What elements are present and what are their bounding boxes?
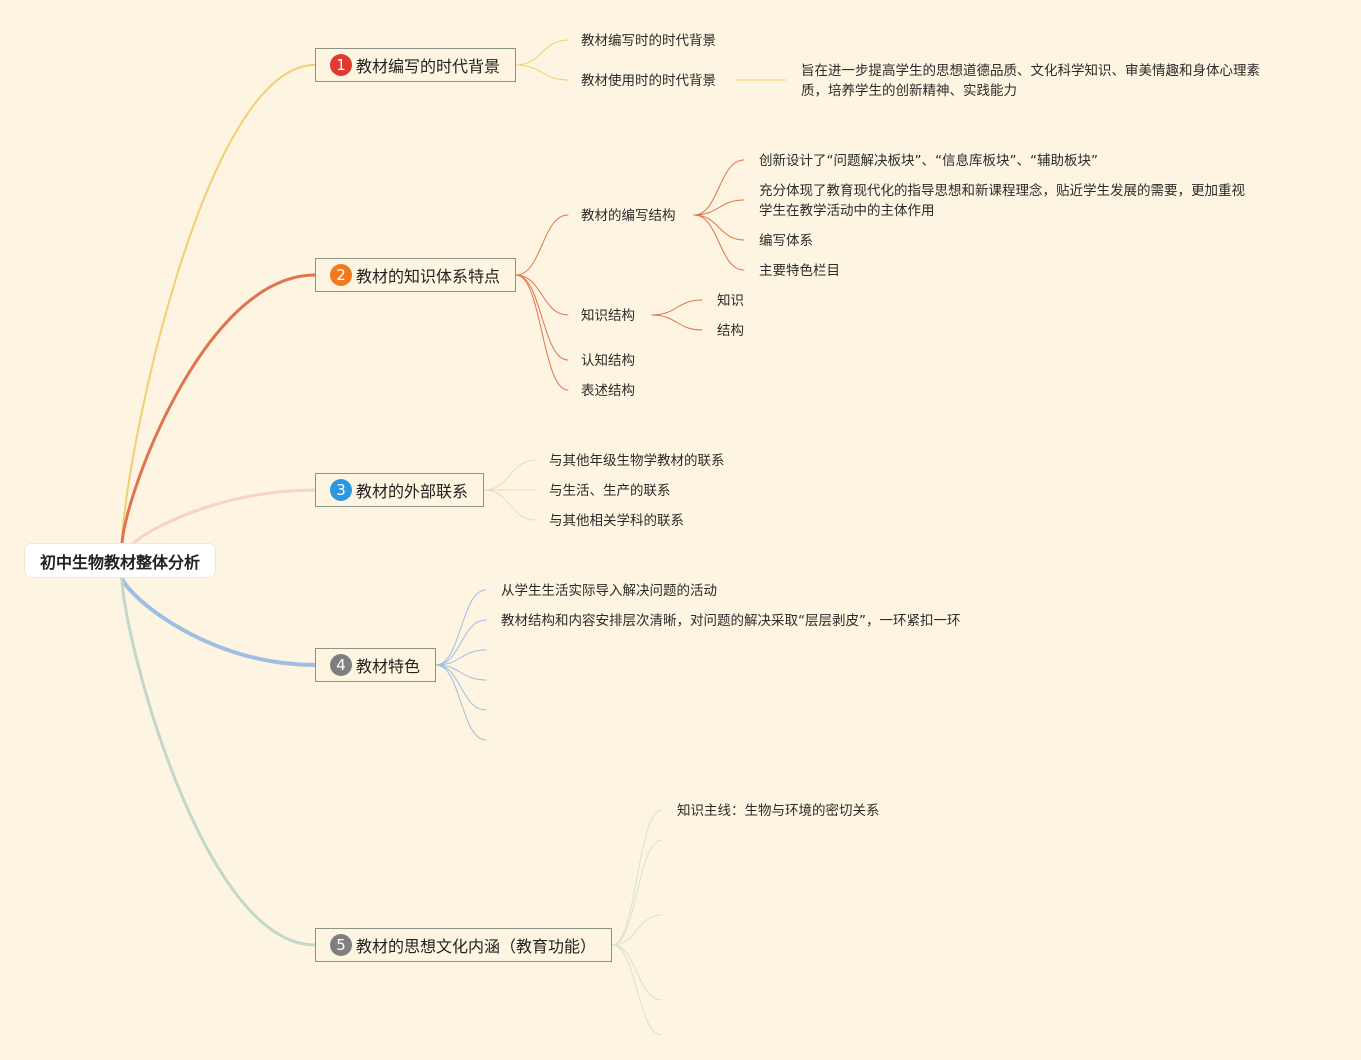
branch-label: 教材的思想文化内涵（教育功能） [356,937,597,956]
branch-label: 教材的外部联系 [356,482,469,501]
link-2-1-3 [693,214,745,241]
leaf-2-4[interactable]: 表述结构 [581,383,635,399]
leaf-3-3[interactable]: 与其他相关学科的联系 [549,513,684,529]
root-link-2 [120,273,317,547]
link-4-4 [435,664,487,681]
leaf-2-1-1[interactable]: 创新设计了“问题解决板块”、“信息库板块”、“辅助板块” [759,153,1098,169]
leaf-5-1[interactable]: 知识主线：生物与环境的密切关系 [677,803,880,819]
link-1-2 [515,64,569,81]
branch-2[interactable]: 2 教材的知识体系特点 [315,258,516,292]
link-3-3 [483,489,537,521]
branch-1[interactable]: 1 教材编写的时代背景 [315,48,516,82]
link-4-6 [435,664,487,741]
link-4-3 [435,649,487,666]
leaf-2-1-2[interactable]: 充分体现了教育现代化的指导思想和新课程理念，贴近学生发展的需要，更加重视学生在教… [759,183,1245,219]
link-5-1 [611,809,663,946]
link-1-1 [515,39,569,66]
root-link-1 [121,64,316,546]
leaf-2-2-2[interactable]: 结构 [717,323,744,339]
link-3-1 [483,459,537,491]
link-2-2 [515,274,569,316]
branch-4[interactable]: 4 教材特色 [315,648,436,682]
link-4-5 [435,664,487,711]
link-4-1 [435,589,487,666]
number-badge: 5 [330,934,352,956]
leaf-2-2-1[interactable]: 知识 [717,293,744,309]
leaf-4-1[interactable]: 从学生生活实际导入解决问题的活动 [501,583,717,599]
link-2-4 [515,274,569,391]
link-2-2-2 [651,314,703,331]
link-5-3 [611,914,663,946]
link-2-1-4 [693,214,745,271]
branch-5[interactable]: 5 教材的思想文化内涵（教育功能） [315,928,612,962]
leaf-3-1[interactable]: 与其他年级生物学教材的联系 [549,453,725,469]
leaf-4-2[interactable]: 教材结构和内容安排层次清晰，对问题的解决采取“层层剥皮”，一环紧扣一环 [501,613,961,629]
link-2-2-1 [651,299,703,316]
branch-3[interactable]: 3 教材的外部联系 [315,473,484,507]
leaf-2-1-3[interactable]: 编写体系 [759,233,813,249]
root-topic[interactable]: 初中生物教材整体分析 [25,544,215,577]
leaf-2-1-4[interactable]: 主要特色栏目 [759,263,840,279]
number-badge: 1 [330,54,352,76]
leaf-1-2-1[interactable]: 旨在进一步提高学生的思想道德品质、文化科学知识、审美情趣和身体心理素质，培养学生… [801,63,1260,99]
link-2-1-1 [693,159,745,216]
root-link-5 [120,575,317,947]
branch-label: 教材的知识体系特点 [356,267,501,286]
leaf-2-3[interactable]: 认知结构 [581,353,635,369]
link-2-3 [515,274,569,361]
link-5-4 [611,944,663,1001]
leaf-2-1[interactable]: 教材的编写结构 [581,208,676,224]
branch-label: 教材编写的时代背景 [356,57,501,76]
leaf-2-2[interactable]: 知识结构 [581,308,635,324]
branch-label: 教材特色 [356,657,421,676]
link-5-5 [611,944,663,1036]
number-badge: 4 [330,654,352,676]
number-badge: 2 [330,264,352,286]
root-link-3 [128,488,317,550]
link-5-2 [611,839,663,946]
leaf-1-1[interactable]: 教材编写时的时代背景 [581,33,716,49]
link-2-1-2 [693,199,745,216]
root-link-4 [120,575,317,667]
leaf-1-2[interactable]: 教材使用时的时代背景 [581,73,716,89]
link-4-2 [435,619,487,666]
link-2-1 [515,214,569,276]
number-badge: 3 [330,479,352,501]
leaf-3-2[interactable]: 与生活、生产的联系 [549,483,671,499]
